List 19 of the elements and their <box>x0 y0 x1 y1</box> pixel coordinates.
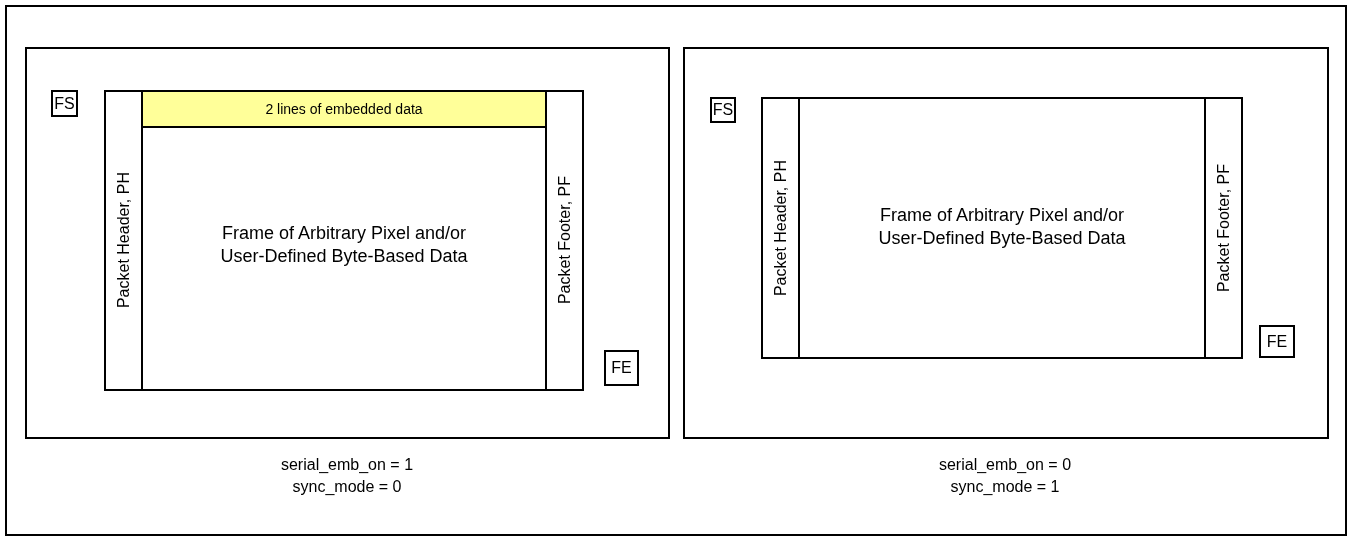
frame-data-box <box>798 97 1206 359</box>
frame-end-marker: FE <box>1259 325 1295 358</box>
setting-caption: serial_emb_on = 0 <box>937 455 1073 475</box>
frame-start-marker: FS <box>710 97 736 123</box>
frame-description: Frame of Arbitrary Pixel and/or User-Defined Byte-Based Data <box>877 204 1127 249</box>
frame-end-marker: FE <box>604 350 639 386</box>
setting-caption: serial_emb_on = 1 <box>279 455 415 475</box>
frame-data-box <box>141 90 547 391</box>
packet-header-bar: Packet Header, PH <box>761 97 800 359</box>
setting-caption: sync_mode = 1 <box>949 477 1061 497</box>
packet-footer-bar: Packet Footer, PF <box>1204 97 1243 359</box>
frame-start-marker: FS <box>51 90 78 117</box>
embedded-data-band: 2 lines of embedded data <box>143 92 545 128</box>
packet-header-bar: Packet Header, PH <box>104 90 143 391</box>
frame-description: Frame of Arbitrary Pixel and/or User-Defined Byte-Based Data <box>219 222 469 267</box>
packet-footer-bar: Packet Footer, PF <box>545 90 584 391</box>
mode-panel <box>683 47 1329 439</box>
setting-caption: sync_mode = 0 <box>291 477 403 497</box>
mode-panel <box>25 47 670 439</box>
